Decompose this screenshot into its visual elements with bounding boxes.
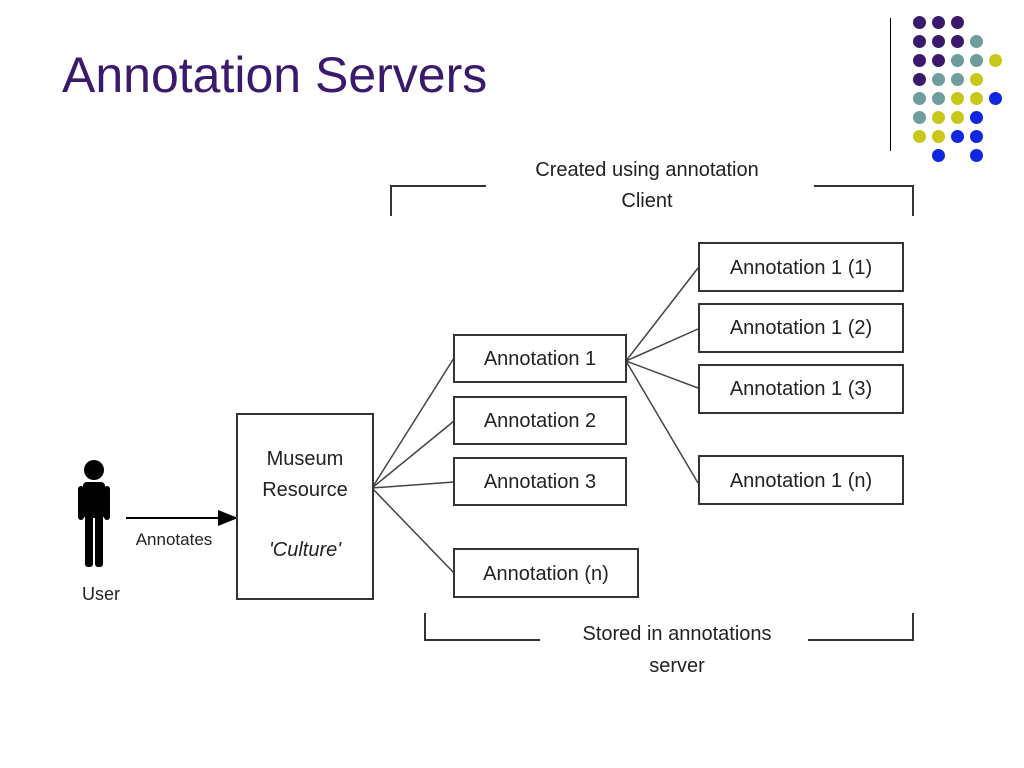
resource-connectors xyxy=(371,357,455,574)
annotation-label: Annotation 2 xyxy=(484,410,596,432)
slide-title: Annotation Servers xyxy=(62,47,488,103)
annotation-label: Annotation 3 xyxy=(484,471,596,493)
sub-annotation-box-3: Annotation 1 (3) xyxy=(698,364,904,414)
sub-annotation-box-n: Annotation 1 (n) xyxy=(698,455,904,505)
annotation-label: Annotation (n) xyxy=(483,563,609,585)
sub-annotation-label: Annotation 1 (n) xyxy=(730,470,872,492)
annotation-box-1: Annotation 1 xyxy=(453,334,627,383)
server-bracket-line1: Stored in annotations xyxy=(582,623,771,645)
sub-annotation-box-1: Annotation 1 (1) xyxy=(698,242,904,292)
server-bracket: Stored in annotations server xyxy=(424,613,914,677)
sub-annotation-connectors xyxy=(625,267,699,484)
user-icon xyxy=(78,460,110,567)
client-bracket-line1: Created using annotation xyxy=(535,159,759,181)
decorative-divider xyxy=(890,18,891,151)
annotation-label: Annotation 1 xyxy=(484,348,596,370)
resource-line3: 'Culture' xyxy=(269,539,342,561)
client-bracket: Created using annotation Client xyxy=(390,159,914,216)
resource-line2: Resource xyxy=(262,479,348,501)
sub-annotation-label: Annotation 1 (3) xyxy=(730,378,872,400)
annotation-box-2: Annotation 2 xyxy=(453,396,627,445)
sub-annotation-label: Annotation 1 (1) xyxy=(730,257,872,279)
annotation-box-n: Annotation (n) xyxy=(453,548,639,598)
server-bracket-line2: server xyxy=(649,655,705,677)
client-bracket-line2: Client xyxy=(621,190,673,212)
annotation-box-3: Annotation 3 xyxy=(453,457,627,506)
sub-annotation-box-2: Annotation 1 (2) xyxy=(698,303,904,353)
museum-resource-box: Museum Resource 'Culture' xyxy=(236,413,374,600)
annotates-label: Annotates xyxy=(136,530,213,549)
user-label: User xyxy=(82,584,120,604)
resource-line1: Museum xyxy=(267,448,344,470)
sub-annotation-label: Annotation 1 (2) xyxy=(730,317,872,339)
